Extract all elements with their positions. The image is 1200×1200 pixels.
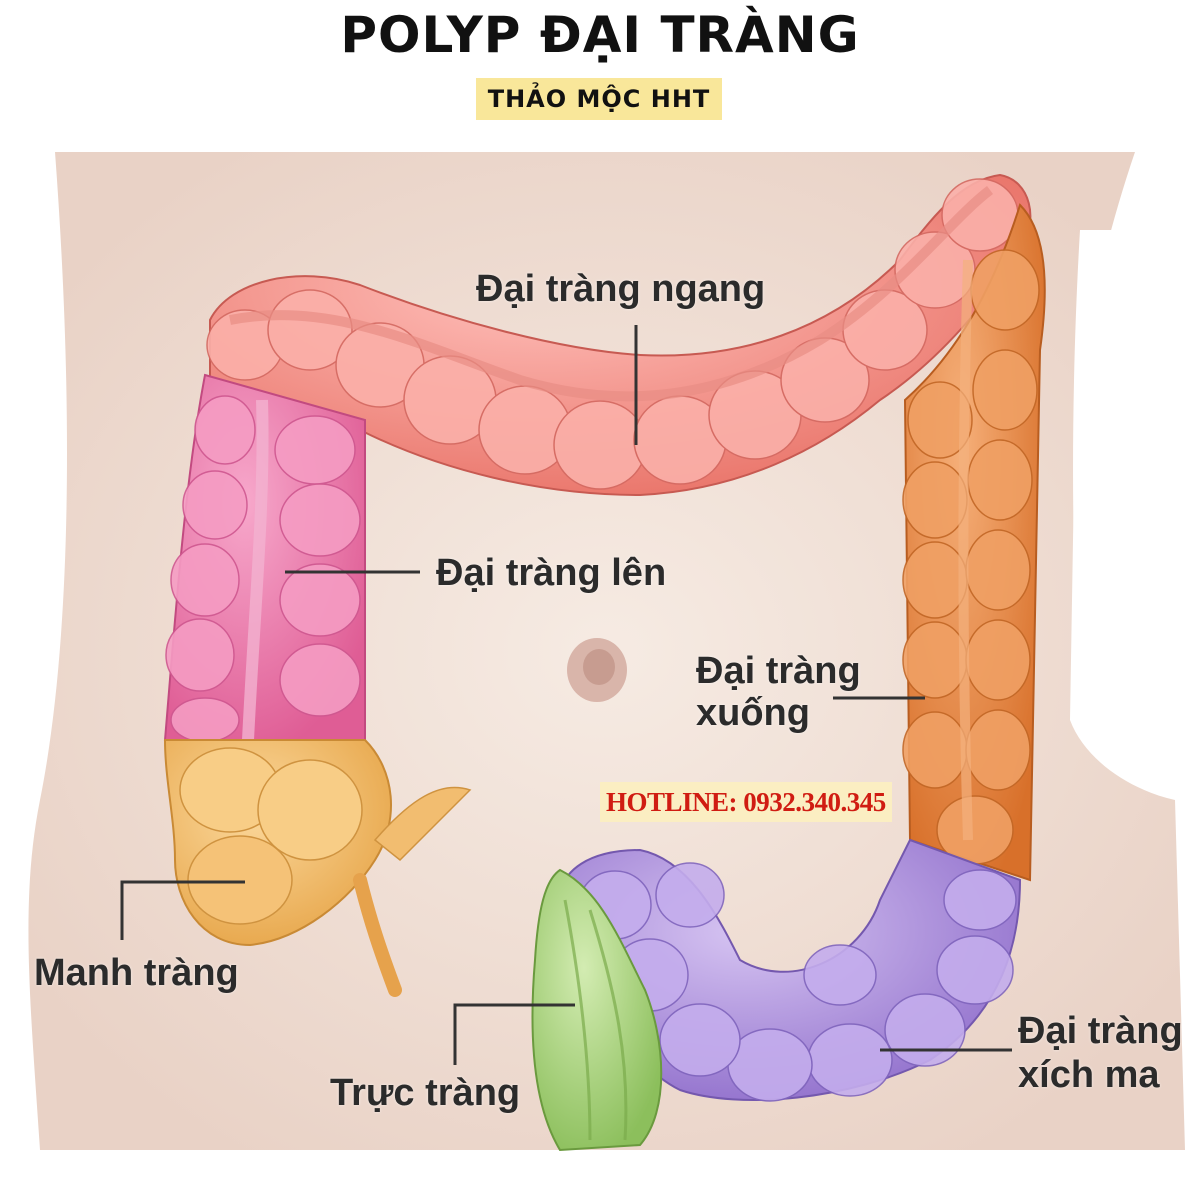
label-rectum: Trực tràng: [330, 1072, 521, 1114]
cecum: [163, 739, 472, 997]
label-sigmoid-colon-line1: Đại tràng: [1018, 1010, 1183, 1052]
label-ascending-colon: Đại tràng lên: [436, 552, 667, 594]
label-cecum: Manh tràng: [34, 952, 239, 994]
label-transverse-colon: Đại tràng ngang: [476, 268, 766, 310]
right-skin-gap: [1073, 230, 1125, 740]
leader-lines: [120, 325, 1012, 1065]
page-title: POLYP ĐẠI TRÀNG: [340, 6, 860, 64]
leader-rectum: [453, 1003, 575, 1065]
transverse-colon: [206, 173, 1032, 497]
label-descending-colon-line1: Đại tràng: [696, 650, 861, 692]
label-descending-colon-line2: xuống: [696, 692, 810, 734]
brand-badge: THẢO MỘC HHT: [476, 78, 722, 120]
rectum: [531, 868, 663, 1152]
leader-cecum: [120, 880, 245, 940]
ascending-colon: [163, 373, 366, 743]
hotline-badge: HOTLINE: 0932.340.345: [600, 782, 892, 822]
label-sigmoid-colon-line2: xích ma: [1018, 1054, 1160, 1096]
sigmoid-colon: [558, 838, 1022, 1102]
descending-colon: [902, 203, 1046, 882]
